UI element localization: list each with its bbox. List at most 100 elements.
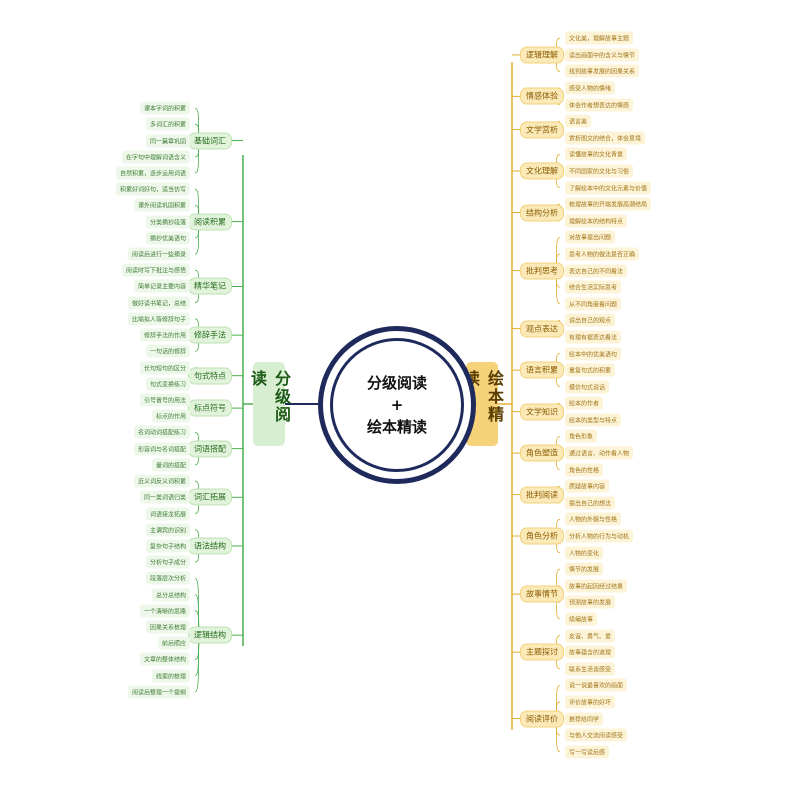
leaf-node[interactable]: 模仿句式说话 — [565, 380, 610, 394]
leaf-node[interactable]: 角色形象 — [565, 429, 598, 443]
leaf-node[interactable]: 结合生活实际思考 — [565, 280, 622, 294]
branch-node[interactable]: 文学知识 — [520, 403, 564, 421]
leaf-node[interactable]: 思考人物的做法是否正确 — [565, 247, 640, 261]
leaf-node[interactable]: 赏析图文的结合，体会意境 — [565, 131, 646, 145]
leaf-node[interactable]: 提出自己的想法 — [565, 496, 616, 510]
branch-node[interactable]: 角色分析 — [520, 527, 564, 545]
branch-node[interactable]: 词汇拓展 — [188, 488, 232, 506]
leaf-node[interactable]: 续编故事 — [565, 612, 598, 626]
leaf-node[interactable]: 从不同角度看问题 — [565, 297, 622, 311]
leaf-node[interactable]: 写一写读后感 — [565, 745, 610, 759]
leaf-node[interactable]: 总分总结构 — [151, 588, 190, 602]
left-root-node[interactable]: 分级阅读 — [248, 362, 291, 446]
leaf-node[interactable]: 语言美 — [565, 114, 592, 128]
leaf-node[interactable]: 与他人交流阅读感受 — [565, 728, 628, 742]
branch-node[interactable]: 逻辑理解 — [520, 46, 564, 64]
branch-node[interactable]: 阅读评价 — [520, 710, 564, 728]
leaf-node[interactable]: 故事的起因经过结果 — [565, 579, 628, 593]
leaf-node[interactable]: 复杂句子结构 — [145, 539, 190, 553]
leaf-node[interactable]: 形容词与名词搭配 — [133, 442, 190, 456]
leaf-node[interactable]: 分类摘抄段落 — [145, 215, 190, 229]
branch-node[interactable]: 语法结构 — [188, 537, 232, 555]
leaf-node[interactable]: 人物的外貌与性格 — [565, 512, 622, 526]
leaf-node[interactable]: 比喻拟人等修辞句子 — [127, 312, 190, 326]
leaf-node[interactable]: 多词汇的积累 — [145, 117, 190, 131]
leaf-node[interactable]: 绘本中的优美语句 — [565, 347, 622, 361]
leaf-node[interactable]: 积累好词好句，适当仿写 — [115, 182, 190, 196]
leaf-node[interactable]: 重复句式的积累 — [565, 363, 616, 377]
leaf-node[interactable]: 通过语言、动作看人物 — [565, 446, 634, 460]
leaf-node[interactable]: 同一类词语归类 — [139, 490, 190, 504]
leaf-node[interactable]: 分析人物的行为与动机 — [565, 529, 634, 543]
leaf-node[interactable]: 梳理故事的开端发展高潮结局 — [565, 197, 652, 211]
branch-node[interactable]: 基础词汇 — [188, 132, 232, 150]
branch-node[interactable]: 语言积累 — [520, 361, 564, 379]
leaf-node[interactable]: 自然积累，逐步运用词语 — [115, 166, 190, 180]
leaf-node[interactable]: 词语接龙拓展 — [145, 507, 190, 520]
leaf-node[interactable]: 做好读书笔记，总结 — [127, 296, 190, 310]
branch-node[interactable]: 批判思考 — [520, 262, 564, 280]
leaf-node[interactable]: 绘本的类型与特点 — [565, 413, 622, 427]
leaf-node[interactable]: 在字句中理解词语含义 — [121, 150, 190, 164]
leaf-node[interactable]: 名词动词搭配练习 — [133, 425, 190, 439]
leaf-node[interactable]: 预测故事的发展 — [565, 595, 616, 609]
leaf-node[interactable]: 修辞手法的作用 — [139, 328, 190, 342]
leaf-node[interactable]: 找到故事发展的因果关系 — [565, 64, 640, 78]
leaf-node[interactable]: 主谓宾的识别 — [145, 523, 190, 537]
leaf-node[interactable]: 角色的性格 — [565, 463, 604, 477]
leaf-node[interactable]: 课本字词的积累 — [139, 101, 190, 115]
branch-node[interactable]: 逻辑结构 — [188, 626, 232, 644]
leaf-node[interactable]: 读懂故事的文化背景 — [565, 147, 628, 161]
branch-node[interactable]: 结构分析 — [520, 204, 564, 221]
leaf-node[interactable]: 长句短句的区分 — [139, 361, 190, 375]
leaf-node[interactable]: 阅读时写下批注与感悟 — [121, 263, 190, 277]
branch-node[interactable]: 主题探讨 — [520, 643, 564, 661]
center-node[interactable]: 分级阅读 + 绘本精读 — [318, 326, 476, 484]
leaf-node[interactable]: 不同国家的文化与习俗 — [565, 164, 634, 178]
leaf-node[interactable]: 理解绘本的结构特点 — [565, 214, 628, 228]
leaf-node[interactable]: 人物的变化 — [565, 546, 604, 560]
leaf-node[interactable]: 联系生活谈感受 — [565, 662, 616, 676]
leaf-node[interactable]: 阅读后进行一些摘录 — [127, 247, 190, 261]
leaf-node[interactable]: 因果关系梳理 — [145, 620, 190, 634]
branch-node[interactable]: 批判阅读 — [520, 486, 564, 504]
leaf-node[interactable]: 摘抄优美语句 — [145, 231, 190, 245]
leaf-node[interactable]: 表达自己的不同看法 — [565, 264, 628, 278]
branch-node[interactable]: 文学赏析 — [520, 121, 564, 139]
branch-node[interactable]: 文化理解 — [520, 162, 564, 180]
leaf-node[interactable]: 了解绘本中的文化元素与价值 — [565, 181, 652, 195]
leaf-node[interactable]: 感受人物的情绪 — [565, 81, 616, 95]
leaf-node[interactable]: 分析句子成分 — [145, 555, 190, 569]
leaf-node[interactable]: 推荐给同学 — [565, 712, 604, 726]
leaf-node[interactable]: 友谊、勇气、爱 — [565, 629, 616, 643]
leaf-node[interactable]: 一句话的修辞 — [145, 344, 190, 358]
leaf-node[interactable]: 故事蕴含的道理 — [565, 645, 616, 659]
branch-node[interactable]: 情感体验 — [520, 87, 564, 105]
leaf-node[interactable]: 简单记录主要内容 — [133, 279, 190, 293]
leaf-node[interactable]: 文化美，理解故事主题 — [565, 31, 634, 45]
branch-node[interactable]: 词语搭配 — [188, 440, 232, 458]
leaf-node[interactable]: 有理有据表达看法 — [565, 330, 622, 344]
leaf-node[interactable]: 近义词反义词积累 — [133, 474, 190, 488]
leaf-node[interactable]: 课外阅读巩固积累 — [133, 198, 190, 212]
leaf-node[interactable]: 线索的梳理 — [151, 669, 190, 683]
branch-node[interactable]: 角色塑造 — [520, 444, 564, 462]
leaf-node[interactable]: 句式变换练习 — [145, 377, 190, 391]
leaf-node[interactable]: 引号冒号的用法 — [139, 393, 190, 407]
leaf-node[interactable]: 体会作者想表达的情感 — [565, 98, 634, 112]
leaf-node[interactable]: 情节的发展 — [565, 562, 604, 576]
leaf-node[interactable]: 一个清晰的思路 — [139, 604, 190, 618]
branch-node[interactable]: 精华笔记 — [188, 277, 232, 295]
branch-node[interactable]: 观点表达 — [520, 320, 564, 338]
leaf-node[interactable]: 前后照应 — [157, 636, 190, 650]
branch-node[interactable]: 修辞手法 — [188, 326, 232, 344]
leaf-node[interactable]: 段落层次分析 — [145, 571, 190, 585]
leaf-node[interactable]: 质疑故事内容 — [565, 479, 610, 493]
leaf-node[interactable]: 标点的作用 — [151, 409, 190, 423]
branch-node[interactable]: 句式特点 — [188, 367, 232, 385]
leaf-node[interactable]: 绘本的作者 — [565, 396, 604, 410]
leaf-node[interactable]: 同一篇章巩固 — [145, 134, 190, 148]
branch-node[interactable]: 标点符号 — [188, 399, 232, 417]
leaf-node[interactable]: 量词的搭配 — [151, 458, 190, 472]
leaf-node[interactable]: 说一说最喜欢的画面 — [565, 678, 628, 692]
